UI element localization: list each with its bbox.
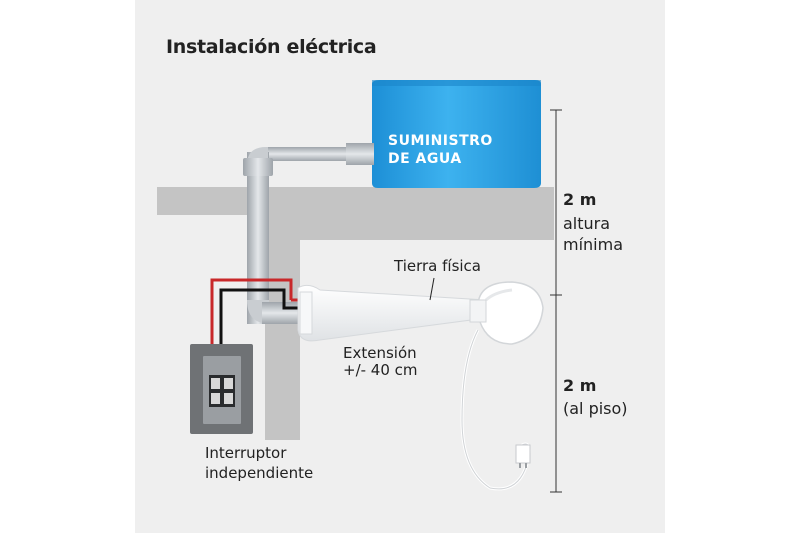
upper-dimension-desc: altura mínima: [563, 213, 623, 255]
cord-plug: [515, 444, 531, 468]
ground-label: Tierra física: [394, 257, 481, 275]
ground-leader-line: [429, 277, 435, 301]
upper-dimension-value: 2 m: [563, 190, 597, 209]
switch-box: [190, 344, 253, 434]
shower-extension: [297, 284, 487, 342]
extension-label: Extensión +/- 40 cm: [343, 345, 418, 379]
wall-structure: [157, 187, 554, 440]
switch-label: Interruptor independiente: [205, 443, 313, 483]
switch-label-line2: independiente: [205, 464, 314, 482]
lower-dimension-value: 2 m: [563, 376, 597, 395]
upper-desc-line2: mínima: [563, 235, 624, 254]
tank-label-line1: SUMINISTRO: [388, 133, 493, 149]
switch-label-line1: Interruptor: [205, 444, 287, 462]
shower-head: [469, 281, 544, 345]
diagram-title: Instalación eléctrica: [166, 36, 377, 58]
extension-label-line1: Extensión: [343, 344, 417, 362]
tank-label-line2: DE AGUA: [388, 151, 462, 167]
lower-dimension-desc: (al piso): [563, 399, 628, 418]
tank-label: SUMINISTRO DE AGUA: [388, 132, 493, 168]
upper-desc-line1: altura: [563, 214, 611, 233]
water-tank: [372, 80, 541, 188]
dimension-line: [550, 109, 562, 493]
extension-label-line2: +/- 40 cm: [343, 361, 418, 379]
